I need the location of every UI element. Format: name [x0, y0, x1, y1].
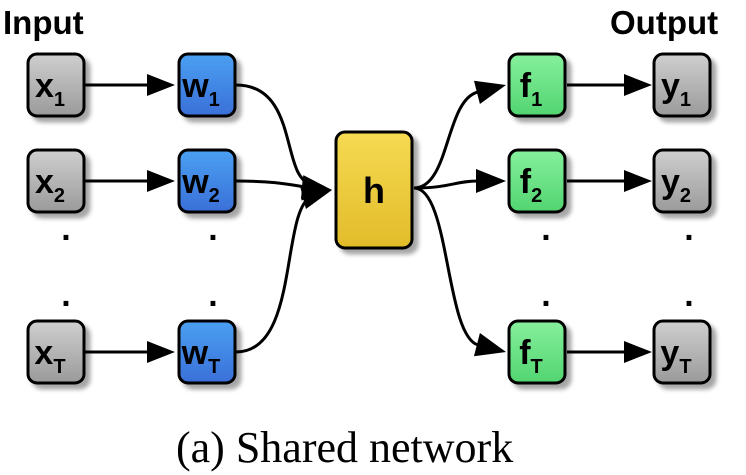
- input-node-2-symbol: x: [35, 163, 54, 201]
- input-to-weight-arrow-2: [84, 170, 175, 192]
- ellipsis-dot-2-2: .: [208, 276, 217, 314]
- ellipsis-dot-4-1: .: [684, 210, 693, 248]
- head-node-2-symbol: f: [520, 163, 532, 201]
- output-node-1: y1: [652, 52, 712, 118]
- input-node-3-symbol: x: [34, 334, 53, 372]
- weight-node-1-label: w1: [181, 67, 220, 111]
- output-node-2-label: y2: [661, 163, 691, 207]
- weight-node-1-subscript: 1: [209, 89, 220, 111]
- weight-node-3-label: wT: [181, 334, 221, 378]
- hidden-to-head-arrow-3: [413, 186, 506, 357]
- head-to-output-arrow-2: [567, 170, 652, 192]
- head-node-3: fT: [507, 319, 567, 385]
- head-node-1: f1: [507, 52, 567, 118]
- head-node-1-symbol: f: [520, 67, 532, 105]
- hidden-to-head-arrow-1: [413, 80, 506, 190]
- ellipsis-dot-4-2: .: [684, 276, 693, 314]
- input-node-2-subscript: 2: [54, 185, 65, 207]
- weight-node-2-subscript: 2: [209, 185, 220, 207]
- input-node-1-symbol: x: [35, 67, 54, 105]
- weight-node-3-symbol: w: [181, 334, 209, 372]
- output-node-3: yT: [652, 319, 712, 385]
- weight-node-2-label: w2: [181, 163, 220, 207]
- input-node-3: xT: [26, 319, 86, 385]
- head-node-2-label: f2: [520, 163, 542, 207]
- input-node-3-label: xT: [34, 334, 65, 378]
- ellipsis-dot-2-1: .: [208, 210, 217, 248]
- weight-node-3: wT: [177, 319, 237, 385]
- input-node-1-label: x1: [35, 67, 65, 111]
- output-node-2: y2: [652, 148, 712, 214]
- weight-node-2-symbol: w: [181, 163, 209, 201]
- head-node-1-label: f1: [520, 67, 542, 111]
- caption: (a) Shared network: [176, 423, 513, 472]
- hidden-to-head-arrow-2: [413, 169, 506, 193]
- edges-group: [84, 74, 652, 363]
- ellipsis-group: ........: [61, 210, 693, 314]
- input-node-2: x2: [26, 148, 86, 214]
- ellipsis-dot-1-1: .: [61, 210, 70, 248]
- input-node-3-subscript: T: [53, 356, 65, 378]
- output-node-2-subscript: 2: [680, 185, 691, 207]
- output-node-3-label: yT: [660, 334, 691, 378]
- output-node-1-symbol: y: [661, 67, 680, 105]
- head-node-2: f2: [507, 148, 567, 214]
- output-node-2-symbol: y: [661, 163, 680, 201]
- output-node-1-label: y1: [661, 67, 691, 111]
- head-node-2-subscript: 2: [531, 185, 542, 207]
- input-node-1-subscript: 1: [54, 89, 65, 111]
- head-node-3-symbol: f: [519, 334, 531, 372]
- output-header: Output: [610, 4, 718, 41]
- input-to-weight-arrow-3: [84, 341, 175, 363]
- ellipsis-dot-3-2: .: [541, 276, 550, 314]
- output-node-1-subscript: 1: [680, 89, 691, 111]
- weight-to-hidden-arrow-3: [235, 185, 332, 354]
- output-node-3-subscript: T: [679, 356, 691, 378]
- ellipsis-dot-3-1: .: [541, 210, 550, 248]
- weight-node-2: w2: [177, 148, 237, 214]
- head-to-output-arrow-3: [567, 341, 652, 363]
- hidden-node-label: h: [363, 170, 385, 211]
- weight-node-1: w1: [177, 52, 237, 118]
- head-to-output-arrow-1: [567, 74, 652, 96]
- hidden-node: h: [334, 130, 414, 250]
- input-header: Input: [3, 4, 84, 41]
- head-node-3-subscript: T: [531, 356, 543, 378]
- head-node-1-subscript: 1: [531, 89, 542, 111]
- ellipsis-dot-1-2: .: [61, 276, 70, 314]
- input-node-2-label: x2: [35, 163, 65, 207]
- head-node-3-label: fT: [519, 334, 543, 378]
- hidden-node-symbol: h: [363, 170, 385, 211]
- weight-node-1-symbol: w: [181, 67, 209, 105]
- weight-node-3-subscript: T: [208, 356, 220, 378]
- input-to-weight-arrow-1: [84, 74, 175, 96]
- input-node-1: x1: [26, 52, 86, 118]
- output-node-3-symbol: y: [660, 334, 679, 372]
